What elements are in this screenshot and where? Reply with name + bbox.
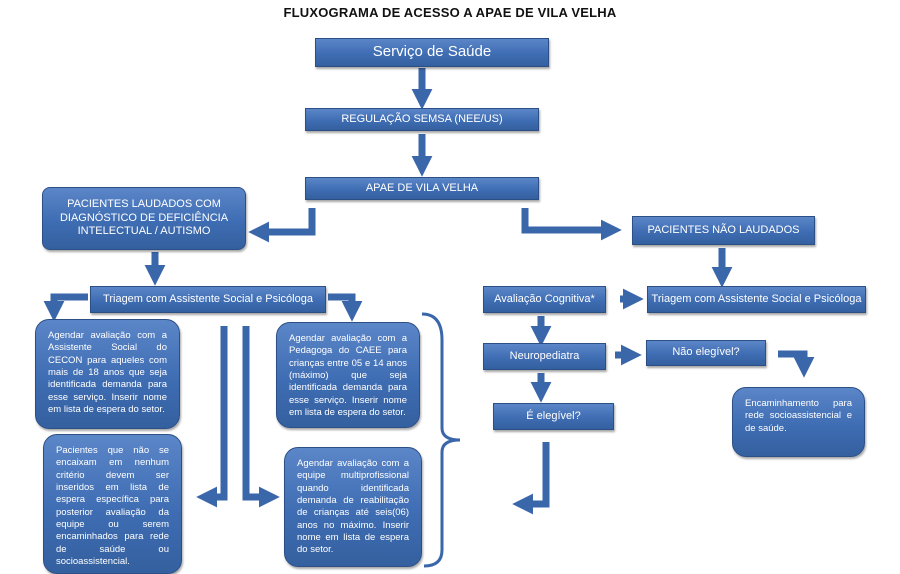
- arrow-triagem-cecon: [43, 293, 88, 322]
- node-avaliacao-cognitiva: Avaliação Cognitiva*: [483, 286, 606, 313]
- node-servico-saude: Serviço de Saúde: [315, 38, 549, 67]
- arrow-triagem-down-left: [196, 326, 228, 508]
- node-triagem-esq: Triagem com Assistente Social e Psicólog…: [90, 286, 326, 313]
- node-triagem-dir: Triagem com Assistente Social e Psicólog…: [647, 286, 866, 313]
- node-neuropediatra: Neuropediatra: [483, 343, 606, 370]
- node-nao-criterio: Pacientes que não se encaixam em nenhum …: [43, 434, 182, 574]
- arrow-apae-nao-laudados: [521, 208, 622, 241]
- arrow-triagem-down-right: [242, 326, 280, 508]
- node-cecon: Agendar avaliação com a Assistente Socia…: [35, 319, 180, 429]
- brace-bracket: [421, 312, 461, 568]
- arrow-triagem-caee: [328, 293, 363, 322]
- node-nao-laudados: PACIENTES NÃO LAUDADOS: [632, 216, 815, 245]
- node-encaminhamento: Encaminhamento para rede socioassistenci…: [732, 387, 865, 457]
- node-regulacao: REGULAÇÃO SEMSA (NEE/US): [305, 108, 539, 131]
- node-apae: APAE DE VILA VELHA: [305, 177, 539, 200]
- node-multiprofissional: Agendar avaliação com a equipe multiprof…: [284, 447, 422, 567]
- arrow-apae-laudados: [248, 208, 316, 243]
- arrow-elegivel-down: [512, 442, 550, 515]
- node-caee: Agendar avaliação com a Pedagoga do CAEE…: [276, 322, 420, 428]
- node-elegivel: É elegível?: [493, 403, 614, 430]
- arrow-nao-elegivel-encaminhamento: [778, 350, 815, 378]
- diagram-title: FLUXOGRAMA DE ACESSO A APAE DE VILA VELH…: [283, 5, 617, 20]
- node-laudados: PACIENTES LAUDADOS COM DIAGNÓSTICO DE DE…: [42, 187, 246, 250]
- node-nao-elegivel: Não elegível?: [646, 340, 766, 366]
